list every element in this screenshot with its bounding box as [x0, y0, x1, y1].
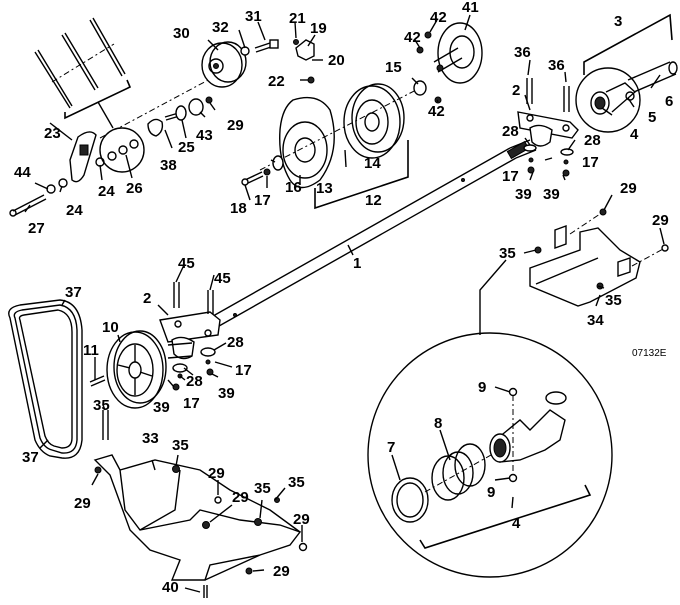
callout-39: 39 — [515, 186, 532, 203]
callout-41: 41 — [462, 0, 479, 16]
callout-29: 29 — [208, 465, 225, 482]
callout-30: 30 — [173, 25, 190, 42]
flange — [416, 22, 483, 104]
callout-44: 44 — [14, 164, 31, 181]
callout-1: 1 — [353, 255, 361, 272]
callout-28: 28 — [502, 123, 519, 140]
callout-35: 35 — [172, 437, 189, 454]
callout-29: 29 — [652, 212, 669, 229]
callout-17: 17 — [183, 395, 200, 412]
callout-42: 42 — [430, 9, 447, 26]
universal-joint — [575, 13, 678, 133]
belt-guard — [93, 410, 308, 598]
callout-9: 9 — [487, 484, 495, 501]
callout-34: 34 — [587, 312, 604, 329]
callout-35: 35 — [499, 245, 516, 262]
callout-39: 39 — [153, 399, 170, 416]
callout-2: 2 — [143, 290, 151, 307]
callout-10: 10 — [102, 319, 119, 336]
detail-circle — [367, 259, 613, 578]
callout-29: 29 — [620, 180, 637, 197]
callout-45: 45 — [178, 255, 195, 272]
callout-17: 17 — [254, 192, 271, 209]
callout-26: 26 — [126, 180, 143, 197]
callout-39: 39 — [543, 186, 560, 203]
callout-28: 28 — [186, 373, 203, 390]
callout-2: 2 — [512, 82, 520, 99]
callout-18: 18 — [230, 200, 247, 217]
callout-29: 29 — [273, 563, 290, 580]
callout-7: 7 — [387, 439, 395, 456]
callout-27: 27 — [28, 220, 45, 237]
anti-rotation-bracket — [293, 39, 315, 84]
v-belt — [8, 299, 83, 459]
callout-43: 43 — [196, 127, 213, 144]
callout-16: 16 — [285, 179, 302, 196]
callout-24: 24 — [98, 183, 115, 200]
callout-11: 11 — [83, 342, 99, 359]
callout-9: 9 — [478, 379, 486, 396]
callout-17: 17 — [235, 362, 252, 379]
callout-22: 22 — [268, 73, 285, 90]
callout-17: 17 — [582, 154, 599, 171]
callout-17: 17 — [502, 168, 519, 185]
callout-3: 3 — [614, 13, 622, 30]
callout-42: 42 — [428, 103, 445, 120]
drawing-code: 07132E — [632, 348, 667, 359]
idler-arm — [69, 131, 97, 183]
leader-lines — [24, 14, 665, 593]
callout-5: 5 — [648, 109, 656, 126]
callout-39: 39 — [218, 385, 235, 402]
callout-24: 24 — [66, 202, 83, 219]
callout-21: 21 — [289, 10, 306, 27]
callout-35: 35 — [254, 480, 271, 497]
spring — [147, 118, 164, 137]
idler-plate — [99, 127, 145, 173]
spacer — [413, 80, 427, 96]
idler-assembly — [9, 77, 213, 217]
belt-guide-rods — [34, 17, 132, 129]
callout-28: 28 — [584, 132, 601, 149]
callout-37: 37 — [22, 449, 39, 466]
callout-36: 36 — [514, 44, 531, 61]
bearing-bracket-right — [517, 78, 579, 177]
callout-23: 23 — [44, 125, 61, 142]
callout-4: 4 — [630, 126, 639, 143]
idler-pulley — [201, 39, 279, 88]
callout-12: 12 — [365, 192, 382, 209]
callout-8: 8 — [434, 415, 442, 432]
clutch-assembly — [241, 80, 427, 210]
callout-4: 4 — [512, 515, 521, 532]
washer-7 — [391, 477, 429, 523]
callout-labels: 1 2 2 3 4 4 5 6 7 8 9 9 10 11 12 13 14 1… — [14, 0, 673, 596]
callout-6: 6 — [665, 93, 673, 110]
callout-31: 31 — [245, 8, 262, 25]
bearing-bracket-left — [159, 282, 221, 391]
callout-42: 42 — [404, 29, 421, 46]
callout-32: 32 — [212, 19, 229, 36]
callout-37: 37 — [65, 284, 82, 301]
callout-20: 20 — [328, 52, 345, 69]
callout-29: 29 — [227, 117, 244, 134]
callout-29: 29 — [74, 495, 91, 512]
callout-40: 40 — [162, 579, 179, 596]
callout-35: 35 — [605, 292, 622, 309]
callout-13: 13 — [316, 180, 333, 197]
callout-29: 29 — [293, 511, 310, 528]
callout-15: 15 — [385, 59, 402, 76]
callout-33: 33 — [142, 430, 159, 447]
callout-19: 19 — [310, 20, 327, 37]
callout-45: 45 — [214, 270, 231, 287]
shaft-guard — [529, 208, 669, 307]
callout-14: 14 — [364, 155, 381, 172]
callout-35: 35 — [93, 397, 110, 414]
drive-pulley — [89, 330, 167, 409]
callout-38: 38 — [160, 157, 177, 174]
callout-25: 25 — [178, 139, 195, 156]
callout-28: 28 — [227, 334, 244, 351]
callout-29: 29 — [232, 489, 249, 506]
callout-35: 35 — [288, 474, 305, 491]
callout-36: 36 — [548, 57, 565, 74]
